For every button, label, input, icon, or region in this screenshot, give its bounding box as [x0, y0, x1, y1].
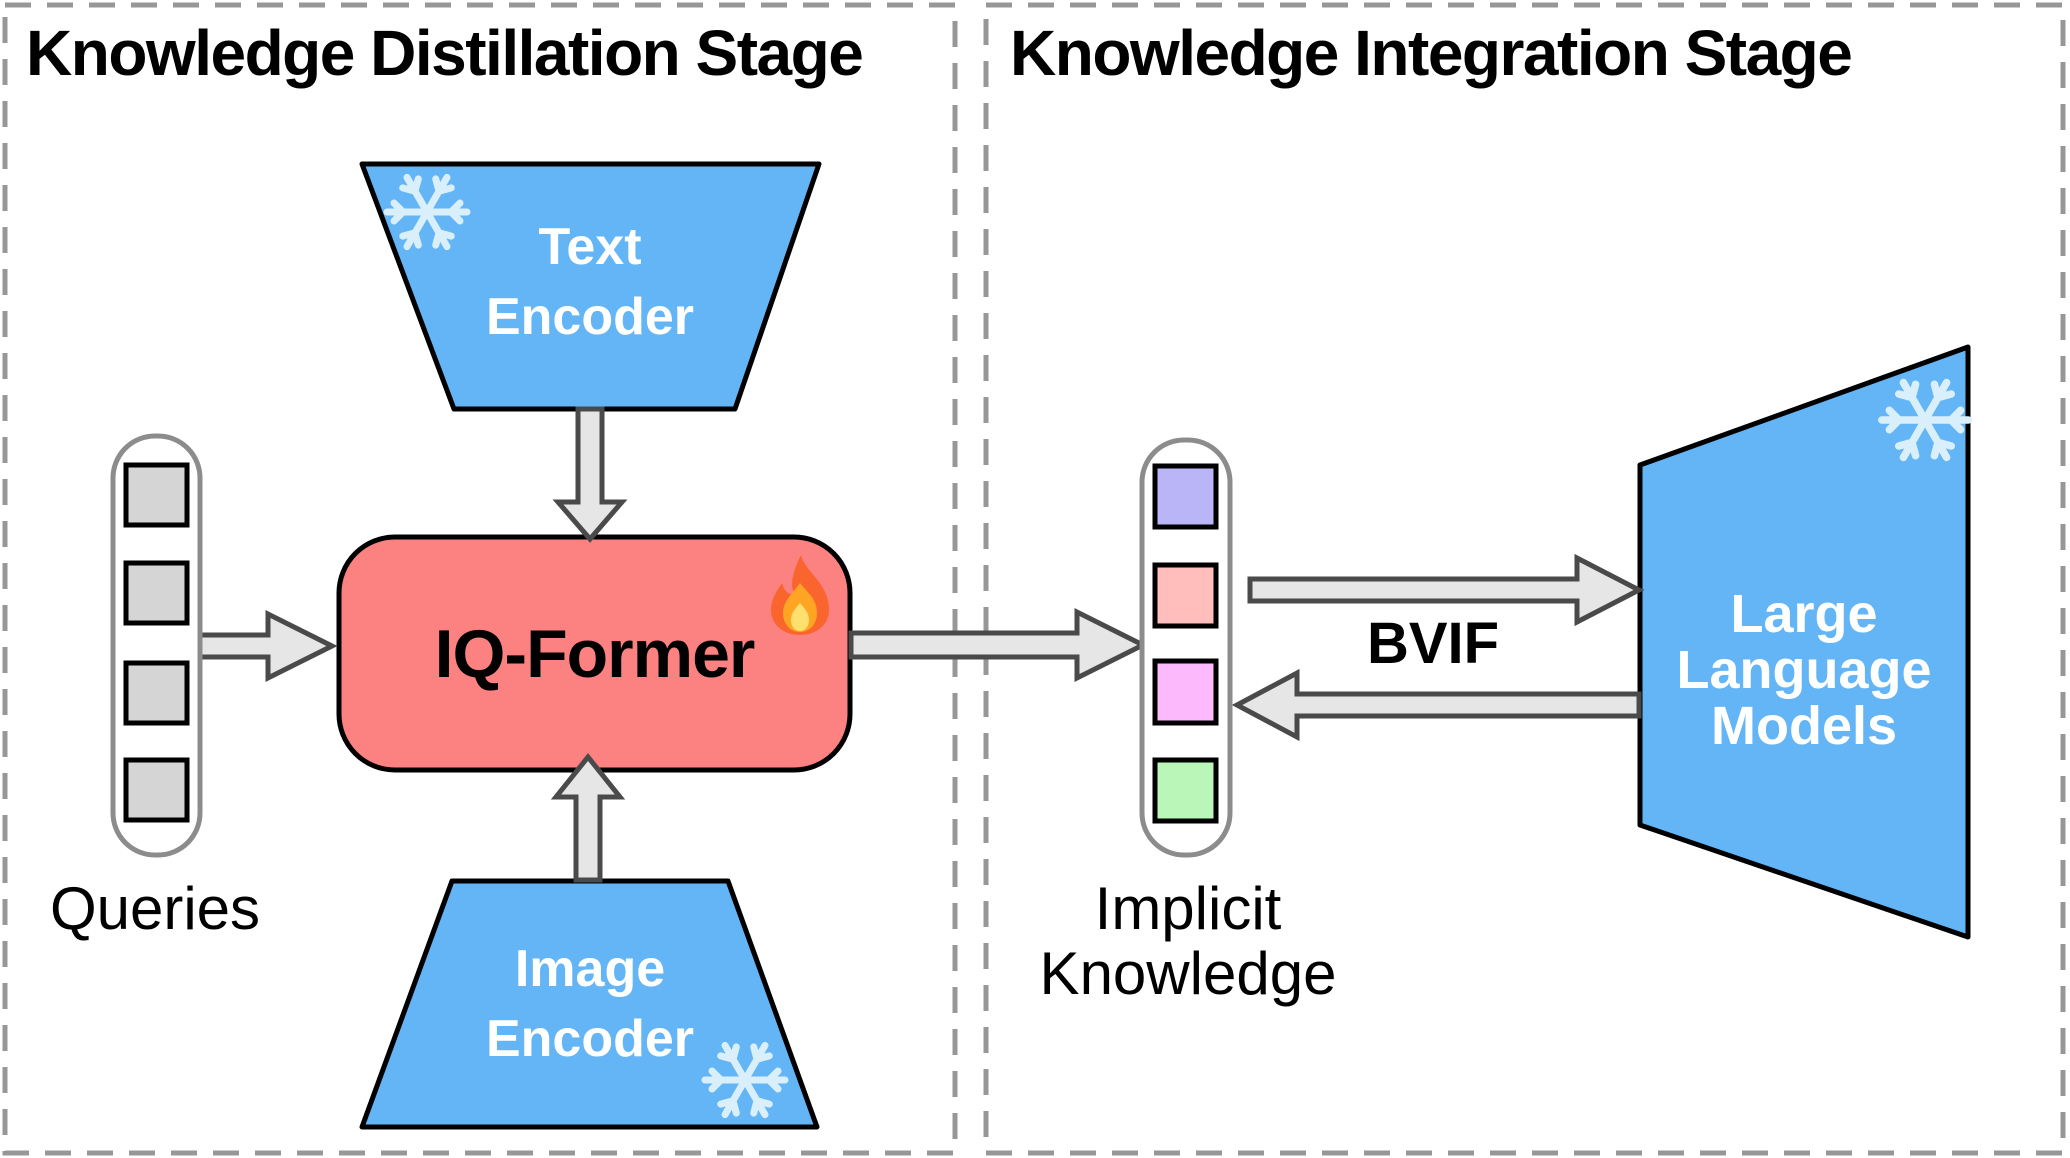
implicit-knowledge-token	[1152, 562, 1219, 629]
implicit-knowledge-label-line: Implicit	[1094, 875, 1282, 942]
query-token	[123, 560, 190, 626]
bvif-label: BVIF	[1366, 611, 1500, 676]
query-token	[123, 660, 190, 726]
arrow-queries-to-iq-former	[197, 609, 338, 683]
text-encoder-label: Text Encoder	[440, 212, 740, 352]
text-encoder-label-line: Encoder	[485, 288, 695, 346]
queries-label: Queries	[49, 875, 261, 942]
implicit-knowledge-token	[1152, 658, 1219, 726]
arrow-llm-to-implicit-knowledge	[1231, 668, 1642, 742]
llm-label-line: Language	[1676, 640, 1932, 700]
query-token	[123, 757, 190, 823]
implicit-knowledge-label: Implicit Knowledge	[1038, 876, 1338, 1006]
large-language-models-label: Large Language Models	[1654, 586, 1954, 754]
iq-former-label: IQ-Former	[434, 615, 756, 692]
arrow-image-encoder-to-iq-former	[550, 752, 626, 883]
image-encoder-label: Image Encoder	[440, 934, 740, 1074]
text-encoder-label-line: Text	[538, 218, 642, 276]
arrow-text-encoder-to-iq-former	[552, 406, 628, 543]
queries-container	[110, 433, 203, 858]
implicit-knowledge-token	[1152, 463, 1219, 530]
knowledge-integration-panel	[983, 2, 2066, 1156]
query-token	[123, 462, 190, 528]
image-encoder-label-line: Image	[514, 940, 666, 998]
implicit-knowledge-label-line: Knowledge	[1039, 940, 1337, 1007]
image-encoder-shape	[359, 878, 820, 1130]
integration-stage-title: Knowledge Integration Stage	[1010, 17, 1853, 89]
arrow-implicit-knowledge-to-llm	[1247, 553, 1645, 627]
arrow-iq-former-to-implicit-knowledge	[848, 607, 1149, 683]
implicit-knowledge-token	[1152, 757, 1219, 824]
knowledge-distillation-panel	[2, 2, 958, 1156]
image-encoder-label-line: Encoder	[485, 1010, 695, 1068]
llm-label-line: Models	[1710, 696, 1898, 756]
implicit-knowledge-container	[1139, 437, 1233, 858]
text-encoder-shape	[359, 161, 822, 412]
llm-label-line: Large	[1730, 584, 1878, 644]
distillation-stage-title: Knowledge Distillation Stage	[26, 17, 864, 89]
